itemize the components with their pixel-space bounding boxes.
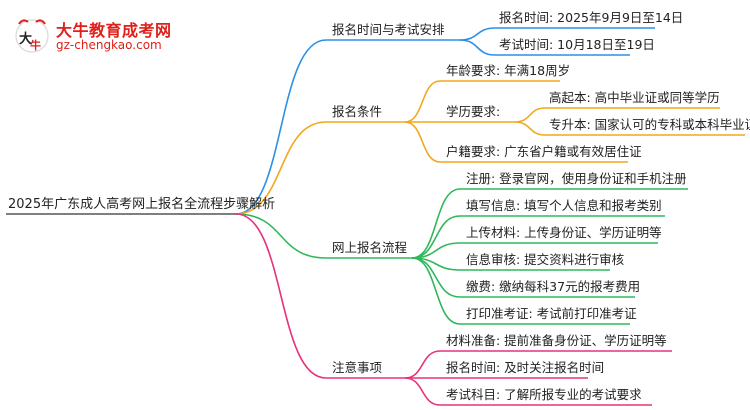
leaf-curve-4-1 — [404, 350, 441, 379]
bull-logo-icon: 大 牛 — [15, 19, 49, 53]
node-step-payment: 缴费: 缴纳每科37元的报考费用 — [466, 279, 641, 294]
logo-url: gz-chengkao.com — [56, 38, 162, 52]
leaf-curve-1-2 — [459, 39, 496, 56]
branch-notes: 注意事项 — [332, 360, 383, 375]
leaf-curve-4-3 — [404, 377, 441, 406]
leaf-curve-2-3 — [404, 121, 441, 163]
leaf-curve-2-1 — [404, 80, 441, 123]
leaf-curve-3-6 — [411, 257, 461, 325]
node-step-register: 注册: 登录官网，使用身份证和手机注册 — [466, 171, 687, 186]
sub-curve-2 — [514, 121, 546, 136]
branch-online-process: 网上报名流程 — [332, 240, 408, 255]
node-step-print-ticket: 打印准考证: 考试前打印准考证 — [466, 306, 637, 321]
site-logo[interactable]: 大 牛 大牛教育成考网 gz-chengkao.com — [14, 16, 184, 56]
svg-text:大: 大 — [19, 31, 32, 47]
node-note-subjects: 考试科目: 了解所报专业的考试要求 — [446, 387, 642, 402]
branch-curve-1 — [235, 39, 327, 215]
sub-curve-1 — [514, 107, 546, 123]
node-gaoqiben: 高起本: 高中毕业证或同等学历 — [549, 90, 720, 105]
leaf-curve-3-1 — [411, 188, 461, 259]
node-registration-time: 报名时间: 2025年9月9日至14日 — [499, 10, 684, 25]
branch-schedule: 报名时间与考试安排 — [332, 22, 445, 37]
mindmap-root: 2025年广东成人高考网上报名全流程步骤解析 — [8, 197, 276, 212]
logo-title: 大牛教育成考网 — [56, 21, 172, 40]
node-residency-requirement: 户籍要求: 广东省户籍或有效居住证 — [446, 144, 642, 159]
node-step-fill-info: 填写信息: 填写个人信息和报考类别 — [466, 198, 662, 213]
branch-curve-3 — [235, 213, 327, 259]
branch-curve-4 — [235, 213, 327, 379]
node-note-materials: 材料准备: 提前准备身份证、学历证明等 — [446, 333, 667, 348]
node-age-requirement: 年龄要求: 年满18周岁 — [446, 63, 571, 78]
svg-text:牛: 牛 — [30, 38, 41, 52]
node-zhuanshengben: 专升本: 国家认可的专科或本科毕业证书 — [549, 117, 750, 132]
leaf-curve-1-1 — [459, 27, 496, 41]
node-note-reg-time: 报名时间: 及时关注报名时间 — [446, 360, 605, 375]
node-step-review: 信息审核: 提交资料进行审核 — [466, 252, 625, 267]
branch-curve-2 — [235, 121, 327, 215]
node-education-requirement: 学历要求: — [446, 104, 501, 119]
node-exam-time: 考试时间: 10月18日至19日 — [499, 37, 655, 52]
node-step-upload: 上传材料: 上传身份证、学历证明等 — [466, 225, 662, 240]
branch-conditions: 报名条件 — [332, 104, 383, 119]
